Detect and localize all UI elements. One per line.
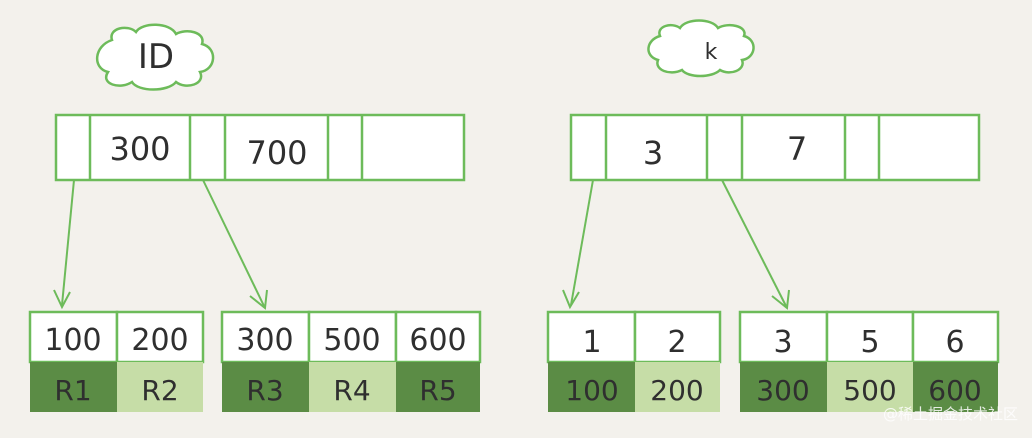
tree-label-id: ID [138, 37, 174, 77]
root-node-id: 300 700 [54, 113, 466, 182]
pointer-arrow [53, 179, 75, 310]
leaf-node: 3 5 6 300 500 600 [738, 310, 1000, 412]
leaf-key: 3 [773, 325, 792, 360]
leaf-key: 500 [323, 323, 380, 358]
leaf-value: 100 [565, 374, 618, 407]
root-key: 700 [246, 134, 307, 172]
leaf-node: 1 2 100 200 [546, 310, 722, 412]
tree-k: k 3 7 1 2 100 200 [546, 19, 1000, 412]
leaf-key: 5 [860, 325, 879, 360]
leaf-key: 600 [409, 323, 466, 358]
leaf-value: 300 [756, 374, 809, 407]
leaf-key: 6 [945, 325, 964, 360]
leaf-key: 300 [236, 323, 293, 358]
leaf-value: 200 [650, 374, 703, 407]
leaf-key: 100 [44, 323, 101, 358]
leaf-node: 100 200 R1 R2 [28, 310, 205, 412]
pointer-arrow [721, 179, 790, 310]
root-key: 3 [643, 134, 663, 172]
leaf-key: 200 [131, 323, 188, 358]
leaf-value: R2 [141, 374, 178, 407]
root-node-k: 3 7 [569, 113, 981, 182]
leaf-value: R3 [246, 374, 283, 407]
leaf-value: R5 [419, 374, 456, 407]
root-key: 7 [787, 130, 807, 168]
leaf-value: R1 [54, 374, 91, 407]
leaf-node: 300 500 600 R3 R4 R5 [220, 310, 482, 412]
leaf-value: R4 [333, 374, 370, 407]
leaf-value: 600 [928, 374, 981, 407]
tree-id: ID 300 700 100 200 [28, 23, 482, 412]
root-key: 300 [109, 130, 170, 168]
cloud-shape-id [96, 23, 215, 91]
pointer-arrow [202, 179, 268, 310]
tree-label-k: k [705, 40, 718, 65]
leaf-value: 500 [843, 374, 896, 407]
watermark: @稀土掘金技术社区 [882, 405, 1018, 423]
leaf-key: 2 [667, 325, 686, 360]
leaf-key: 1 [582, 325, 601, 360]
pointer-arrow [562, 179, 594, 310]
cloud-shape-k [647, 19, 755, 78]
